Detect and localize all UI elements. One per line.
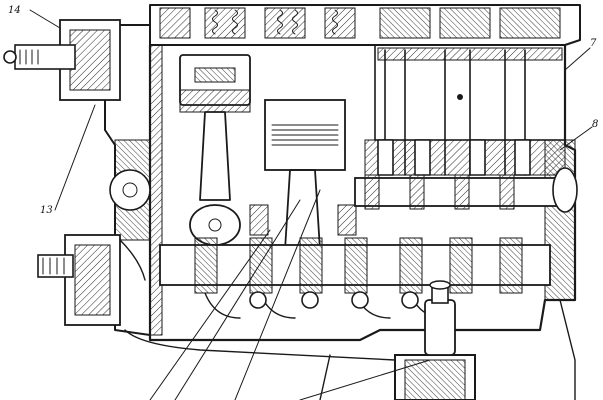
callout-7: 7	[590, 38, 597, 49]
crankshaft	[159, 237, 551, 319]
callout-14: 14	[8, 5, 21, 16]
front-timing-cover	[3, 19, 151, 336]
piston-assembly-2	[249, 99, 357, 251]
callout-labels: 14 7 8 13	[8, 5, 598, 216]
oil-filter	[394, 280, 476, 400]
oil-lines	[119, 239, 576, 400]
camshaft	[354, 167, 578, 213]
leader-lines	[29, 9, 593, 400]
crankshaft-pulley	[37, 234, 121, 326]
valve-pushrods	[377, 49, 531, 176]
cylinder-head	[149, 4, 581, 46]
callout-13: 13	[40, 205, 53, 216]
piston-assembly-1	[179, 54, 251, 246]
callout-8: 8	[592, 119, 598, 130]
